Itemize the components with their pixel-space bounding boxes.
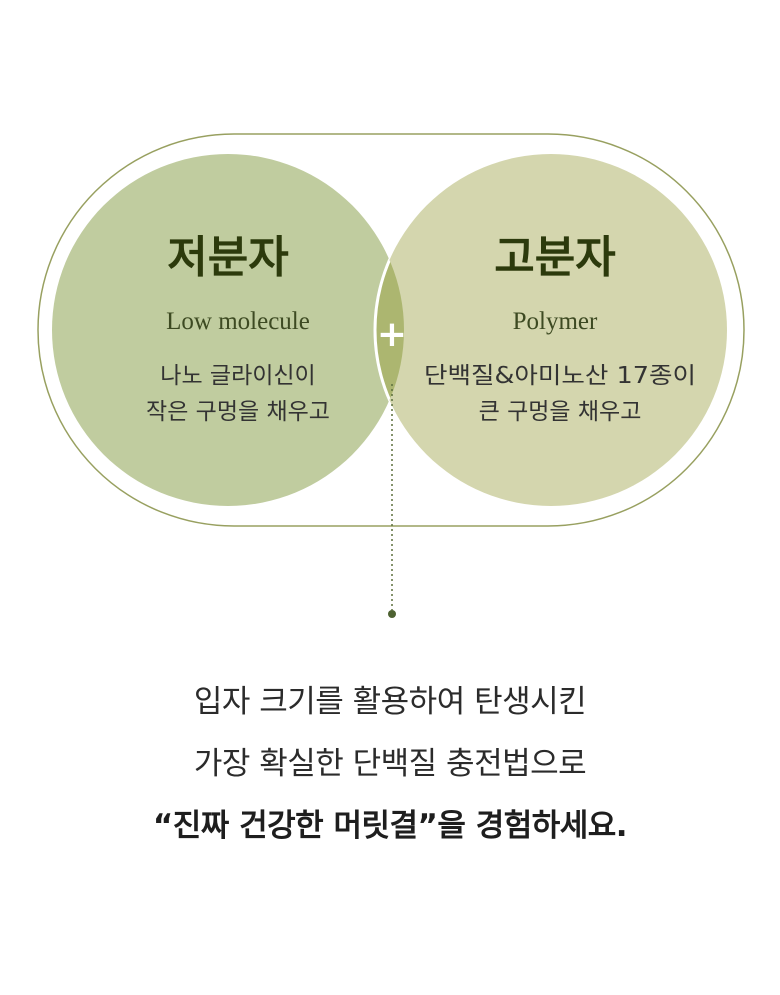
left-circle — [52, 154, 404, 506]
caption-line-1: 입자 크기를 활용하여 탄생시킨 — [193, 684, 587, 720]
left-desc-line2: 작은 구멍을 채우고 — [146, 399, 330, 425]
right-desc-line1: 단백질&아미노산 17종이 — [424, 363, 696, 389]
right-title: 고분자 — [494, 232, 615, 283]
connector-dot — [388, 610, 396, 618]
right-circle — [375, 154, 727, 506]
caption-line-3: “진짜 건강한 머릿결”을 경험하세요. — [152, 808, 628, 844]
right-subtitle: Polymer — [513, 308, 598, 335]
left-subtitle: Low molecule — [166, 308, 310, 335]
caption-line-2: 가장 확실한 단백질 충전법으로 — [193, 746, 587, 782]
right-desc-line2: 큰 구멍을 채우고 — [479, 399, 642, 425]
left-desc-line1: 나노 글라이신이 — [160, 363, 315, 389]
capsule-outline — [37, 133, 745, 527]
left-title: 저분자 — [167, 232, 288, 283]
plus-icon: + — [377, 314, 407, 355]
separator-arc — [373, 154, 404, 506]
